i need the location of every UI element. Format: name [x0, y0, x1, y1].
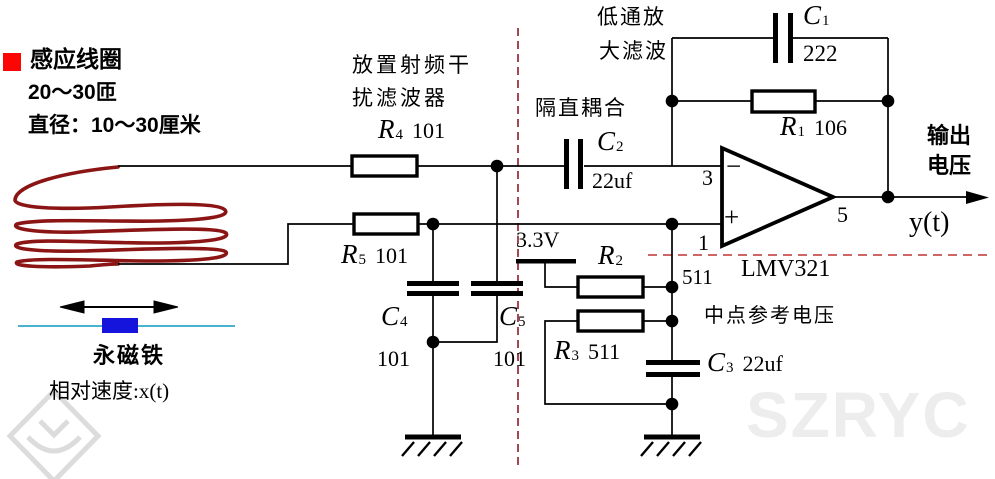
magnet-block [102, 318, 138, 333]
label-c5-value: 101 [493, 346, 526, 371]
coil-title: 感应线圈 [30, 46, 122, 72]
coil-diameter: 直径：10～30厘米 [28, 114, 201, 137]
label-r2-value: 511 [682, 265, 713, 289]
opamp-pin5-label: 5 [837, 202, 848, 227]
ground-symbol-right [640, 434, 702, 457]
capacitor-c4 [407, 281, 459, 286]
capacitor-c1 [773, 13, 778, 63]
capacitor-c2 [564, 139, 569, 189]
dc-block-note: 隔直耦合 [535, 96, 627, 120]
opamp-minus-sign: − [726, 151, 742, 181]
power-rail-bar [516, 259, 576, 264]
resistor-r4 [350, 154, 419, 178]
output-label-line2: 电压 [927, 153, 972, 178]
lowpass-note-line1: 低通放 [597, 5, 666, 29]
capacitor-plates [407, 13, 793, 377]
coil-turns: 20～30匝 [28, 81, 117, 104]
resistor-r1 [750, 89, 817, 114]
opamp-triangle [720, 145, 838, 249]
watermark-text: SZRYC [746, 379, 971, 451]
junction-dots [426, 94, 895, 411]
resistor-r3 [576, 309, 645, 333]
ground-symbol-left [401, 434, 463, 457]
capacitor-c5 [471, 281, 523, 286]
label-c4-value: 101 [377, 346, 410, 371]
opamp-plus-sign: + [724, 202, 740, 232]
legend-bullet [3, 53, 21, 71]
opamp-pin3-label: 3 [702, 165, 713, 190]
rf-filter-note-line1: 放置射频干 [352, 53, 472, 77]
output-arrow-icon [966, 191, 989, 204]
rf-filter-note-line2: 扰滤波器 [352, 86, 448, 110]
output-label-line1: 输出 [927, 123, 972, 148]
resistor-r5 [352, 212, 420, 236]
magnet-label: 永磁铁 [93, 343, 166, 368]
capacitor-c3 [646, 360, 700, 365]
label-c1-value: 222 [803, 41, 838, 66]
lowpass-note-line2: 大滤波 [599, 39, 668, 63]
midpoint-ref-note: 中点参考电压 [704, 305, 836, 327]
induction-coil-icon [13, 165, 229, 269]
velocity-label: 相对速度:x(t) [49, 379, 170, 403]
supply-voltage-label: 3.3V [516, 227, 560, 252]
opamp-model-label: LMV321 [741, 256, 831, 282]
motion-arrow-icon [59, 300, 179, 314]
resistor-bodies [350, 89, 817, 333]
resistor-r2 [576, 275, 645, 299]
opamp-pin1-label: 1 [698, 230, 709, 255]
logo-watermark-icon [6, 387, 102, 479]
output-signal-label: y(t) [909, 207, 950, 238]
label-c2-value: 22uf [592, 168, 633, 193]
